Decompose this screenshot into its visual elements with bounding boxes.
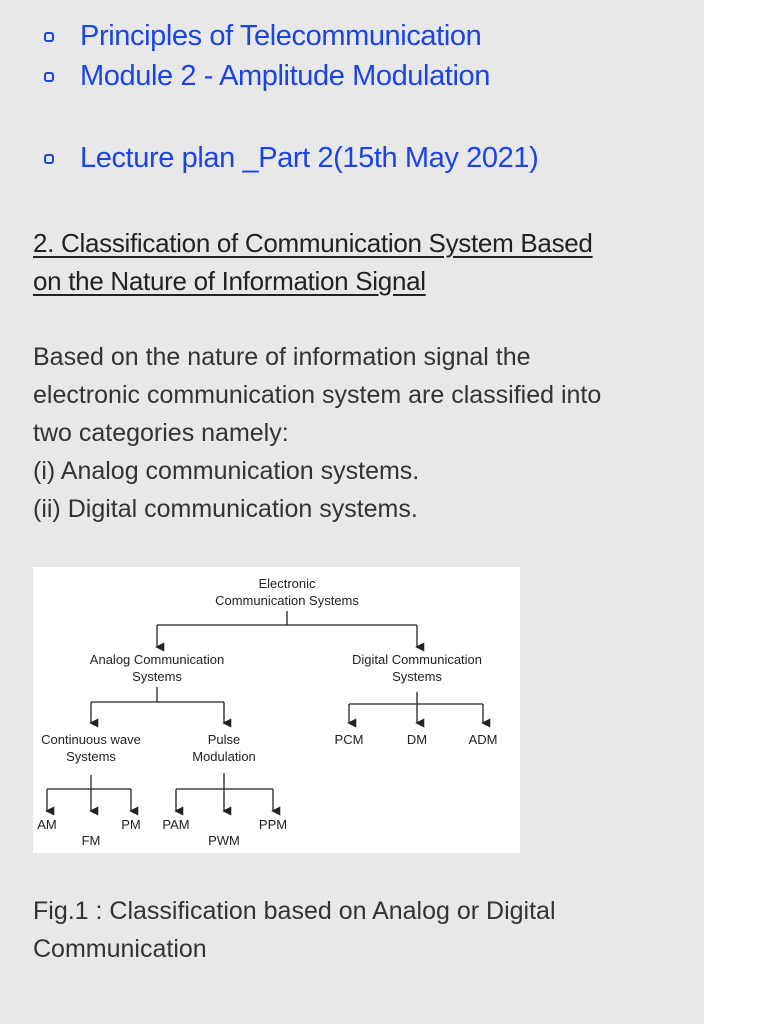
node-ppm: PPM — [259, 817, 287, 832]
body-line: two categories namely: — [33, 419, 289, 447]
page: Principles of Telecommunication Module 2… — [0, 0, 704, 1024]
link-label: Module 2 - Amplitude Modulation — [80, 60, 490, 92]
node-fm: FM — [82, 833, 101, 848]
body-line: (ii) Digital communication systems. — [33, 495, 418, 523]
body-line: (i) Analog communication systems. — [33, 457, 420, 485]
body-line: electronic communication system are clas… — [33, 381, 602, 409]
diagram-svg: Electronic Communication Systems Analog … — [37, 576, 498, 848]
link-label: Lecture plan _Part 2(15th May 2021) — [80, 142, 539, 174]
node-am: AM — [37, 817, 57, 832]
node-dm: DM — [407, 732, 427, 747]
hollow-square-bullet-icon — [44, 153, 54, 164]
heading-line-2: on the Nature of Information Signal — [33, 266, 426, 296]
node-adm: ADM — [469, 732, 498, 747]
node-pulse-line-2: Modulation — [192, 749, 256, 764]
node-pwm: PWM — [208, 833, 240, 848]
link-module-2[interactable]: Module 2 - Amplitude Modulation — [44, 60, 490, 93]
classification-diagram: Electronic Communication Systems Analog … — [33, 567, 520, 853]
node-digital-line-2: Systems — [392, 669, 442, 684]
node-root-line-2: Communication Systems — [215, 593, 359, 608]
hollow-square-bullet-icon — [44, 31, 54, 42]
node-continuous-line-1: Continuous wave — [41, 732, 141, 747]
figure-caption: Fig.1 : Classification based on Analog o… — [33, 892, 683, 968]
caption-line-1: Fig.1 : Classification based on Analog o… — [33, 897, 556, 925]
link-label: Principles of Telecommunication — [80, 20, 482, 52]
heading-line-1: 2. Classification of Communication Syste… — [33, 228, 593, 258]
node-root-line-1: Electronic — [258, 576, 316, 591]
node-continuous-line-2: Systems — [66, 749, 116, 764]
node-digital-line-1: Digital Communication — [352, 652, 482, 667]
link-principles-of-telecommunication[interactable]: Principles of Telecommunication — [44, 20, 482, 53]
node-pulse-line-1: Pulse — [208, 732, 241, 747]
diagram-connectors — [45, 611, 491, 816]
node-pcm: PCM — [335, 732, 364, 747]
section-heading: 2. Classification of Communication Syste… — [33, 224, 673, 300]
node-pam: PAM — [162, 817, 189, 832]
node-analog-line-2: Systems — [132, 669, 182, 684]
node-analog-line-1: Analog Communication — [90, 652, 224, 667]
node-pm: PM — [121, 817, 141, 832]
hollow-square-bullet-icon — [44, 71, 54, 82]
body-paragraph: Based on the nature of information signa… — [33, 338, 683, 528]
link-lecture-plan[interactable]: Lecture plan _Part 2(15th May 2021) — [44, 142, 539, 175]
caption-line-2: Communication — [33, 935, 207, 963]
body-line: Based on the nature of information signa… — [33, 343, 531, 371]
